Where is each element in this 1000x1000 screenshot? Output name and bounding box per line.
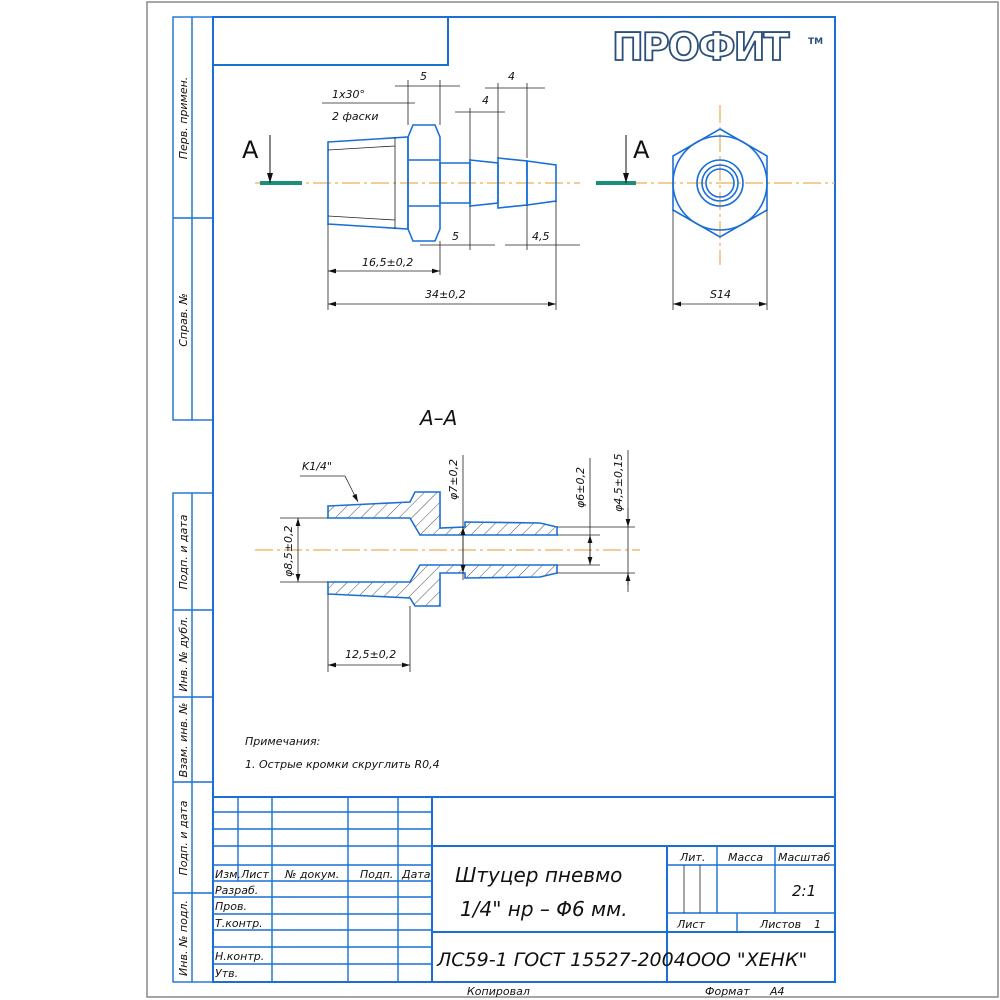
label: 34±0,2 xyxy=(425,288,466,301)
top-left-box xyxy=(212,16,449,66)
label: Копировал xyxy=(467,985,530,998)
scale-value: 2:1 xyxy=(792,882,816,900)
company-name: ООО "ХЕНК" xyxy=(686,949,807,971)
label: Пров. xyxy=(215,900,247,913)
label: φ7±0,2 xyxy=(447,459,460,500)
label: 4,5 xyxy=(532,230,550,243)
main-view: A 1x30° 2 фаски 5 4 4 5 4,5 16,5±0 xyxy=(242,70,580,310)
material: ЛС59-1 ГОСТ 15527-2004 xyxy=(436,949,686,971)
label: 4 xyxy=(482,94,489,107)
title-block: Изм. Лист № докум. Подп. Дата Разраб. Пр… xyxy=(213,796,835,998)
label: Утв. xyxy=(215,967,238,980)
label: A4 xyxy=(769,985,785,998)
label: Подп. xyxy=(360,868,393,881)
part-name: 1/4" нр – Φ6 мм. xyxy=(460,897,628,921)
label: 1x30° xyxy=(332,88,365,101)
side-label: Инв. № дубл. xyxy=(177,616,190,691)
label: 16,5±0,2 xyxy=(362,256,413,269)
label: Лит. xyxy=(679,851,705,864)
label: Изм. xyxy=(215,868,241,881)
label: φ4,5±0,15 xyxy=(612,454,625,512)
side-strip: Перв. примен. Справ. № Подп. и дата Инв.… xyxy=(172,16,214,983)
label: Разраб. xyxy=(215,884,258,897)
label: Лист xyxy=(676,918,705,931)
label: Н.контр. xyxy=(215,950,264,963)
label: Масса xyxy=(728,851,763,864)
label: TM xyxy=(808,37,823,47)
side-label: Инв. № подл. xyxy=(177,900,190,976)
side-label: Взам. инв. № xyxy=(177,703,190,778)
notes-heading: Примечания: xyxy=(245,735,320,748)
side-label: Подп. и дата xyxy=(177,800,190,875)
label: 2 фаски xyxy=(332,110,378,123)
drawing-frame xyxy=(212,16,836,983)
label: 1 xyxy=(814,918,821,931)
label: Дата xyxy=(401,868,431,881)
section-title: A–A xyxy=(418,406,457,430)
label: K1/4" xyxy=(302,460,332,473)
label: 4 xyxy=(508,70,515,83)
label: Масштаб xyxy=(778,851,830,864)
label: S14 xyxy=(710,288,731,301)
label: 12,5±0,2 xyxy=(345,648,396,661)
end-view: A S14 xyxy=(596,105,835,310)
company-logo: ПРОФИТ TM xyxy=(611,24,823,70)
label: φ8,5±0,2 xyxy=(282,526,295,577)
part-name: Штуцер пневмо xyxy=(455,863,622,887)
section-mark: A xyxy=(633,136,650,164)
label: ПРОФИТ xyxy=(612,25,789,69)
label: Лист xyxy=(240,868,269,881)
section-view: A–A K1/4" φ8,5±0,2 φ7±0,2 φ6±0,2 φ4,5±0,… xyxy=(255,406,640,672)
side-label: Подп. и дата xyxy=(177,514,190,589)
sheet-border xyxy=(146,1,999,998)
label: 5 xyxy=(452,230,459,243)
section-mark: A xyxy=(242,136,259,164)
label: № докум. xyxy=(284,868,339,881)
label: Т.контр. xyxy=(215,917,263,930)
label: 5 xyxy=(420,70,427,83)
label: Листов xyxy=(759,918,801,931)
side-label: Справ. № xyxy=(177,293,190,347)
label: φ6±0,2 xyxy=(574,467,587,508)
note-item: 1. Острые кромки скруглить R0,4 xyxy=(245,758,440,771)
side-label: Перв. примен. xyxy=(177,77,190,160)
label: Формат xyxy=(705,985,750,998)
